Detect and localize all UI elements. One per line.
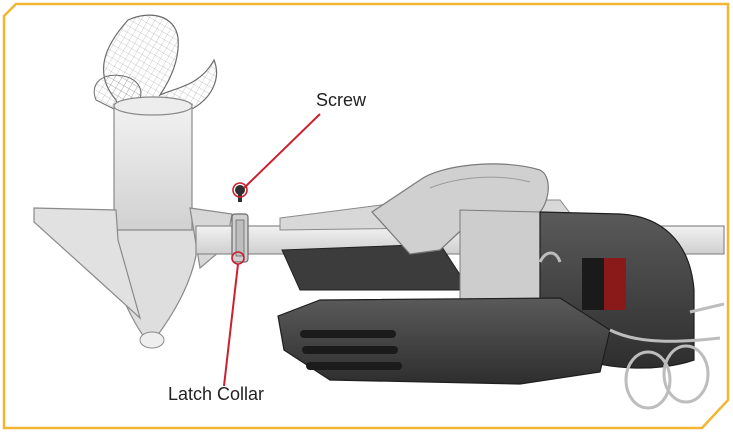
latch-collar-label: Latch Collar: [168, 384, 265, 404]
callout-screw-line: [232, 113, 321, 198]
screw-label: Screw: [316, 90, 367, 110]
mount-assembly: [277, 163, 725, 410]
lower-unit: [33, 96, 233, 349]
latch-collar: [231, 213, 249, 263]
propeller: [93, 14, 218, 121]
callout-latch-collar-line: [223, 251, 245, 387]
screw: [235, 185, 245, 202]
